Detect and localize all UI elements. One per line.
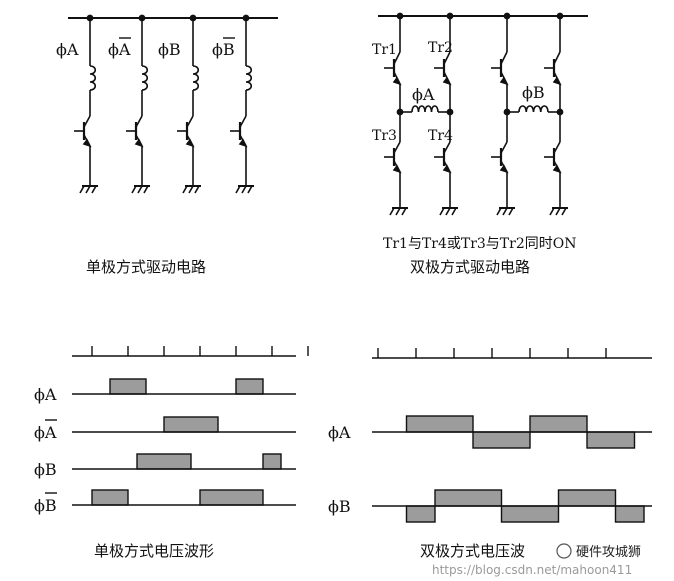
unipolar-phase-labels: ϕA ϕA ϕB ϕB bbox=[56, 37, 235, 59]
coil-icon bbox=[245, 65, 253, 91]
unipolar-wave-pulse bbox=[163, 416, 219, 433]
transistor-icon bbox=[434, 51, 452, 86]
bipolar-on-condition: Tr1与Tr4或Tr3与Tr2同时ON bbox=[383, 236, 576, 252]
unipolar-branch-2 bbox=[126, 14, 150, 194]
brand-name: 硬件攻城狮 bbox=[576, 545, 641, 560]
transistor-icon bbox=[230, 115, 248, 148]
unipolar-wave-pulse bbox=[235, 378, 264, 395]
unipolar-wave-row-3: ϕB bbox=[34, 453, 296, 479]
transistor-label-tr3: Tr3 bbox=[372, 128, 397, 144]
ground-icon bbox=[439, 207, 458, 216]
unipolar-wave-row-1: ϕA bbox=[34, 378, 296, 404]
unipolar-wave-pulse bbox=[136, 453, 192, 470]
ground-icon bbox=[496, 207, 515, 216]
unipolar-waveform-caption: 单极方式电压波形 bbox=[94, 542, 214, 560]
bipolar-labels: Tr1 Tr2 Tr3 Tr4 ϕA ϕB bbox=[372, 40, 545, 144]
ground-icon bbox=[79, 185, 98, 194]
transistor-icon bbox=[434, 141, 452, 174]
bipolar-wave-pulse bbox=[500, 505, 560, 523]
unipolar-phase-label-2: ϕA bbox=[108, 40, 131, 59]
unipolar-wave-row-label: ϕA bbox=[34, 385, 57, 404]
bipolar-wave-row-1: ϕA bbox=[328, 415, 652, 449]
unipolar-wave-row-label: ϕB bbox=[34, 496, 57, 515]
unipolar-drive-circuit bbox=[68, 14, 278, 194]
unipolar-phase-label-1: ϕA bbox=[56, 40, 79, 59]
unipolar-wave-pulse bbox=[262, 453, 282, 470]
bipolar-waveform-caption: 双极方式电压波 bbox=[420, 542, 525, 560]
watermark-url: https://blog.csdn.net/mahoon411 bbox=[432, 563, 632, 577]
bipolar-wave-pulse bbox=[614, 505, 645, 523]
ground-icon bbox=[182, 185, 201, 194]
bipolar-wave-pulse bbox=[405, 415, 474, 433]
bipolar-wave-pulse bbox=[529, 415, 588, 433]
brand-badge: 硬件攻城狮 bbox=[556, 543, 641, 560]
unipolar-branch-1 bbox=[74, 14, 98, 194]
transistor-icon bbox=[384, 141, 402, 174]
coil-label-a: ϕA bbox=[412, 85, 435, 104]
coil-icon bbox=[141, 65, 149, 91]
unipolar-phase-label-4: ϕB bbox=[212, 40, 235, 59]
transistor-label-tr4: Tr4 bbox=[428, 128, 453, 144]
h-bridge-1 bbox=[384, 12, 458, 216]
bipolar-wave-pulse bbox=[586, 431, 636, 449]
coil-icon bbox=[518, 105, 549, 113]
unipolar-branch-3 bbox=[177, 14, 201, 194]
transistor-icon bbox=[544, 51, 562, 86]
bipolar-waveforms: ϕA ϕB bbox=[328, 348, 652, 523]
unipolar-circuit-caption: 单极方式驱动电路 bbox=[86, 258, 206, 276]
bipolar-wave-pulse bbox=[472, 431, 531, 449]
ground-icon bbox=[549, 207, 568, 216]
transistor-icon bbox=[491, 51, 509, 86]
transistor-icon bbox=[126, 115, 144, 148]
bipolar-wave-row-label: ϕB bbox=[328, 497, 351, 516]
bipolar-drive-circuit bbox=[378, 12, 588, 216]
unipolar-wave-pulse bbox=[199, 489, 264, 506]
unipolar-branch-4 bbox=[230, 14, 254, 194]
transistor-icon bbox=[491, 141, 509, 174]
ground-icon bbox=[131, 185, 150, 194]
transistor-icon bbox=[384, 51, 402, 86]
transistor-icon bbox=[177, 115, 195, 148]
transistor-icon bbox=[74, 115, 92, 148]
bipolar-wave-pulse bbox=[405, 505, 436, 523]
unipolar-phase-label-3: ϕB bbox=[158, 40, 181, 59]
unipolar-wave-pulse bbox=[91, 489, 129, 506]
unipolar-wave-row-label: ϕB bbox=[34, 460, 57, 479]
unipolar-wave-pulse bbox=[109, 378, 147, 395]
unipolar-wave-row-4: ϕB bbox=[34, 489, 296, 515]
ground-icon bbox=[235, 185, 254, 194]
unipolar-wave-row-label: ϕA bbox=[34, 423, 57, 442]
bipolar-wave-pulse bbox=[557, 489, 617, 507]
bipolar-wave-row-2: ϕB bbox=[328, 489, 652, 523]
coil-label-b: ϕB bbox=[522, 83, 545, 102]
unipolar-wave-row-2: ϕA bbox=[34, 416, 296, 442]
transistor-label-tr2: Tr2 bbox=[428, 40, 453, 56]
unipolar-waveforms: ϕA ϕA ϕB ϕB bbox=[34, 346, 309, 515]
coil-icon bbox=[89, 65, 97, 91]
transistor-icon bbox=[544, 141, 562, 174]
transistor-label-tr1: Tr1 bbox=[372, 42, 397, 58]
bipolar-wave-pulse bbox=[434, 489, 503, 507]
ground-icon bbox=[389, 207, 408, 216]
coil-icon bbox=[192, 65, 200, 91]
bipolar-circuit-caption: 双极方式驱动电路 bbox=[410, 258, 530, 276]
bipolar-wave-row-label: ϕA bbox=[328, 423, 351, 442]
coil-icon bbox=[411, 105, 439, 113]
h-bridge-2 bbox=[491, 12, 568, 216]
brand-logo-icon bbox=[556, 543, 572, 559]
